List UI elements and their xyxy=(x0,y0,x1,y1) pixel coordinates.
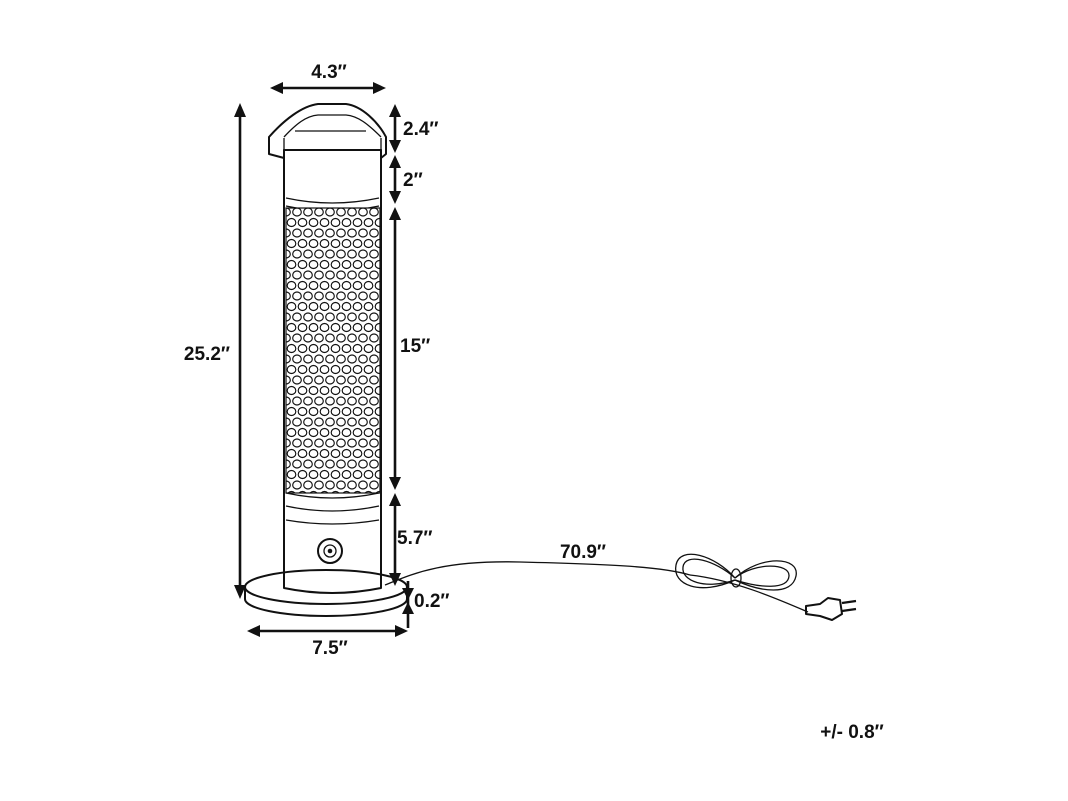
label-grille-height: 15″ xyxy=(400,336,430,357)
dimension-lines xyxy=(234,82,414,637)
heater-tower-body xyxy=(283,149,382,594)
tolerance-note: +/- 0.8″ xyxy=(820,722,884,743)
label-base-section-height: 5.7″ xyxy=(397,528,433,549)
cable-coil-icon xyxy=(675,553,797,591)
label-cable-length: 70.9″ xyxy=(560,542,606,563)
power-knob-icon xyxy=(317,538,343,564)
label-handle-width: 4.3″ xyxy=(311,62,347,83)
power-cable xyxy=(384,553,857,621)
label-top-cap-height: 2″ xyxy=(403,170,423,191)
heater-carry-handle xyxy=(268,103,387,159)
label-base-plate-thickness: 0.2″ xyxy=(414,591,450,612)
heater-illustration xyxy=(244,103,408,617)
label-handle-height: 2.4″ xyxy=(403,119,439,140)
label-base-diameter: 7.5″ xyxy=(312,638,348,659)
power-plug-icon xyxy=(805,597,857,621)
label-total-height: 25.2″ xyxy=(184,344,230,365)
heater-grille xyxy=(285,207,381,499)
heater-top-cap xyxy=(285,197,380,204)
